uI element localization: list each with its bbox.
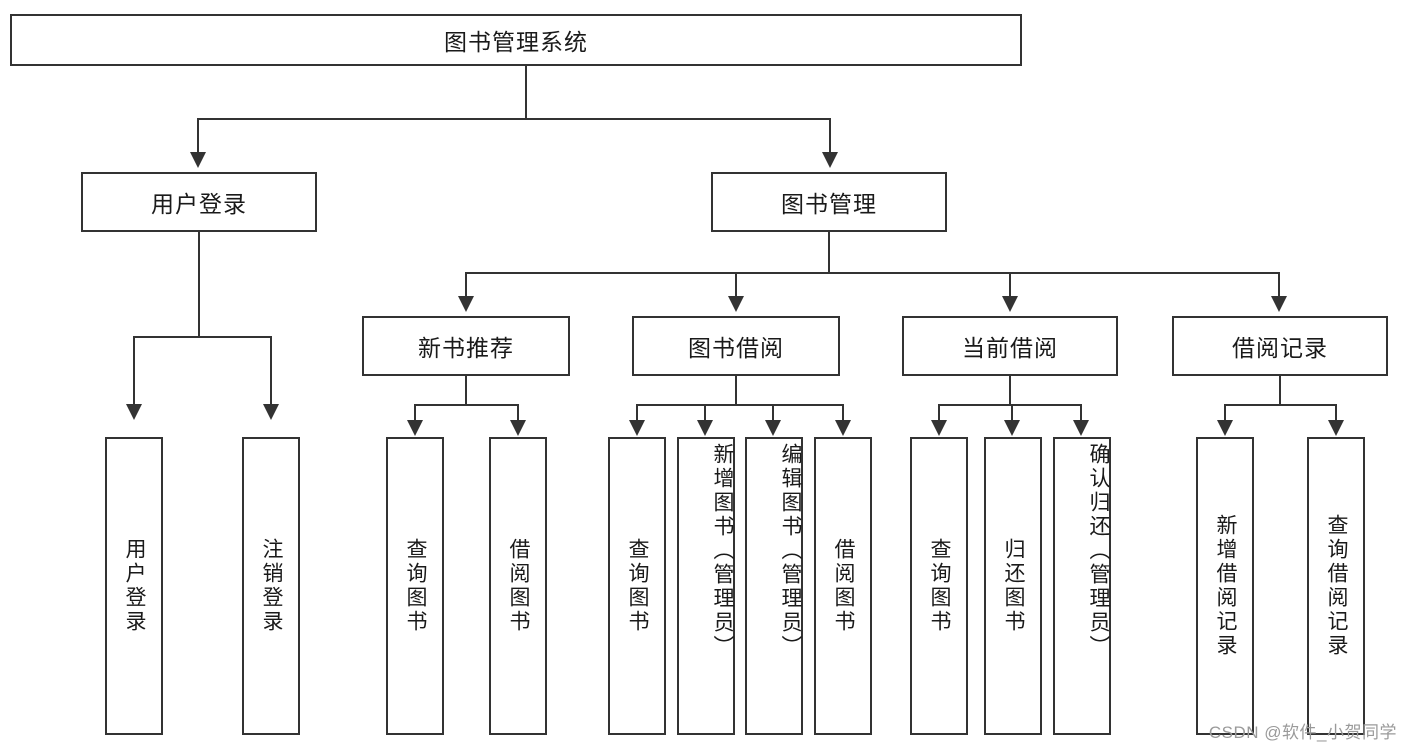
edge-br-drop-1 xyxy=(1224,404,1226,422)
node-book-borrow[interactable]: 图书借阅 xyxy=(632,316,840,376)
arrow-bb-leaf-1 xyxy=(629,420,645,436)
edge-book-mgmt-bus xyxy=(465,272,1280,274)
edge-user-login-stem xyxy=(198,232,200,336)
edge-bb-drop-4 xyxy=(842,404,844,422)
edge-user-login-drop-1 xyxy=(133,336,135,406)
leaf-bb-borrow-book[interactable]: 借阅图书 xyxy=(814,437,872,735)
watermark-text: CSDN @软件_小贺同学 xyxy=(1208,723,1397,742)
node-label: 编辑图书（管理员） xyxy=(779,443,802,659)
edge-bb-stem xyxy=(735,376,737,404)
edge-user-login-drop-2 xyxy=(270,336,272,406)
edge-cb-bus xyxy=(938,404,1082,406)
node-current-borrow[interactable]: 当前借阅 xyxy=(902,316,1118,376)
arrow-cb-leaf-1 xyxy=(931,420,947,436)
node-label: 借阅图书 xyxy=(832,538,856,634)
node-book-management[interactable]: 图书管理 xyxy=(711,172,947,232)
edge-cb-drop-3 xyxy=(1080,404,1082,422)
arrow-to-current-borrow xyxy=(1002,296,1018,312)
node-label: 用户登录 xyxy=(123,538,147,634)
arrow-user-login-leaf-1 xyxy=(126,404,142,420)
edge-bm-drop-record xyxy=(1278,272,1280,298)
edge-root-to-user-login xyxy=(197,118,199,154)
edge-bb-drop-2 xyxy=(704,404,706,422)
arrow-bb-leaf-2 xyxy=(697,420,713,436)
arrow-to-book-borrow xyxy=(728,296,744,312)
leaf-nbr-query-book[interactable]: 查询图书 xyxy=(386,437,444,735)
node-label: 查询借阅记录 xyxy=(1325,514,1349,658)
node-label: 查询图书 xyxy=(928,538,952,634)
edge-book-mgmt-stem xyxy=(828,232,830,272)
arrow-to-book-mgmt xyxy=(822,152,838,168)
edge-bb-drop-1 xyxy=(636,404,638,422)
node-borrow-record[interactable]: 借阅记录 xyxy=(1172,316,1388,376)
leaf-nbr-borrow-book[interactable]: 借阅图书 xyxy=(489,437,547,735)
leaf-bb-query-book[interactable]: 查询图书 xyxy=(608,437,666,735)
node-root-system[interactable]: 图书管理系统 xyxy=(10,14,1022,66)
node-label: 新增图书（管理员） xyxy=(711,443,734,659)
edge-cb-stem xyxy=(1009,376,1011,404)
node-label: 注销登录 xyxy=(260,538,284,634)
edge-root-to-book-mgmt xyxy=(829,118,831,154)
edge-root-bus xyxy=(197,118,831,120)
arrow-br-leaf-2 xyxy=(1328,420,1344,436)
arrow-to-user-login xyxy=(190,152,206,168)
node-label: 查询图书 xyxy=(626,538,650,634)
node-label: 图书管理 xyxy=(781,191,877,217)
leaf-bb-edit-book-admin[interactable]: 编辑图书（管理员） xyxy=(745,437,803,735)
arrow-cb-leaf-3 xyxy=(1073,420,1089,436)
node-label: 图书管理系统 xyxy=(444,29,588,55)
node-new-book-recommend[interactable]: 新书推荐 xyxy=(362,316,570,376)
node-label: 归还图书 xyxy=(1002,538,1026,634)
arrow-bb-leaf-3 xyxy=(765,420,781,436)
edge-nbr-drop-1 xyxy=(414,404,416,422)
arrow-to-borrow-record xyxy=(1271,296,1287,312)
node-label: 查询图书 xyxy=(404,538,428,634)
leaf-br-add-record[interactable]: 新增借阅记录 xyxy=(1196,437,1254,735)
node-label: 借阅记录 xyxy=(1232,335,1328,361)
node-label: 新书推荐 xyxy=(418,335,514,361)
edge-cb-drop-1 xyxy=(938,404,940,422)
leaf-cb-confirm-return-admin[interactable]: 确认归还（管理员） xyxy=(1053,437,1111,735)
edge-cb-drop-2 xyxy=(1011,404,1013,422)
arrow-bb-leaf-4 xyxy=(835,420,851,436)
edge-br-stem xyxy=(1279,376,1281,404)
node-label: 当前借阅 xyxy=(962,335,1058,361)
node-label: 确认归还（管理员） xyxy=(1087,443,1110,659)
edge-bm-drop-new-book xyxy=(465,272,467,298)
edge-bm-drop-current xyxy=(1009,272,1011,298)
edge-br-bus xyxy=(1224,404,1337,406)
node-user-login[interactable]: 用户登录 xyxy=(81,172,317,232)
edge-nbr-drop-2 xyxy=(517,404,519,422)
leaf-user-login-logout[interactable]: 注销登录 xyxy=(242,437,300,735)
leaf-user-login-login[interactable]: 用户登录 xyxy=(105,437,163,735)
leaf-bb-add-book-admin[interactable]: 新增图书（管理员） xyxy=(677,437,735,735)
arrow-nbr-leaf-1 xyxy=(407,420,423,436)
node-label: 图书借阅 xyxy=(688,335,784,361)
arrow-cb-leaf-2 xyxy=(1004,420,1020,436)
edge-br-drop-2 xyxy=(1335,404,1337,422)
leaf-br-query-record[interactable]: 查询借阅记录 xyxy=(1307,437,1365,735)
node-label: 用户登录 xyxy=(151,191,247,217)
edge-bb-drop-3 xyxy=(772,404,774,422)
edge-bb-bus xyxy=(636,404,844,406)
arrow-to-new-book-recommend xyxy=(458,296,474,312)
edge-nbr-stem xyxy=(465,376,467,404)
leaf-cb-query-book[interactable]: 查询图书 xyxy=(910,437,968,735)
arrow-user-login-leaf-2 xyxy=(263,404,279,420)
edge-bm-drop-borrow xyxy=(735,272,737,298)
leaf-cb-return-book[interactable]: 归还图书 xyxy=(984,437,1042,735)
node-label: 新增借阅记录 xyxy=(1214,514,1238,658)
arrow-nbr-leaf-2 xyxy=(510,420,526,436)
node-label: 借阅图书 xyxy=(507,538,531,634)
edge-root-stem xyxy=(525,66,527,118)
arrow-br-leaf-1 xyxy=(1217,420,1233,436)
edge-nbr-bus xyxy=(414,404,519,406)
edge-user-login-bus xyxy=(133,336,272,338)
